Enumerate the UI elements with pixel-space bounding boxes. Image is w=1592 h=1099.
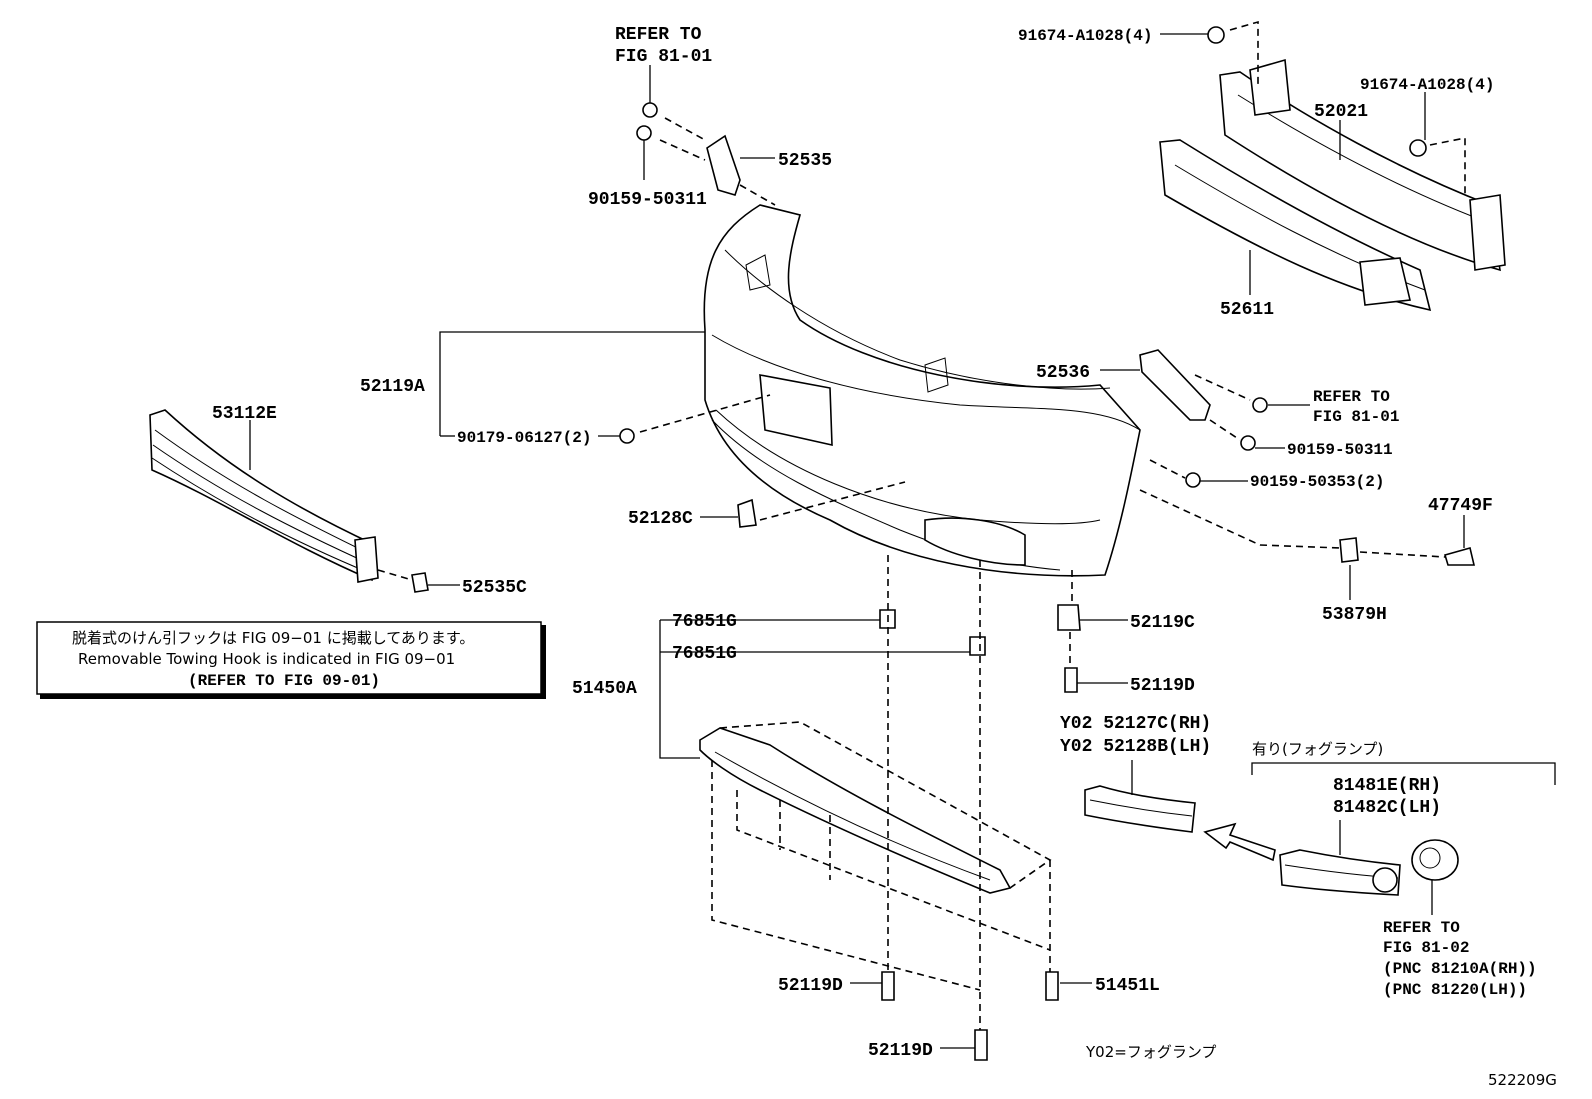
- note-ref: (REFER TO FIG 09-01): [188, 672, 380, 690]
- fog-bezel-shape: [1279, 849, 1401, 896]
- label-refer-right-2: FIG 81-01: [1313, 408, 1399, 426]
- label-refer-right-1: REFER TO: [1313, 388, 1390, 406]
- label-52119d-right: 52119D: [1130, 676, 1195, 696]
- label-90159-50311-top: 90159-50311: [588, 190, 707, 210]
- label-53112e: 53112E: [212, 404, 277, 424]
- label-90159-50353: 90159-50353(2): [1250, 473, 1384, 491]
- reinforcement-shape: [1219, 58, 1506, 272]
- label-refer-fog-4: (PNC 81220(LH)): [1383, 981, 1527, 999]
- fog-lamp-shape: [1411, 839, 1459, 881]
- label-52119a: 52119A: [360, 377, 425, 397]
- label-refer-top-2: FIG 81-01: [615, 47, 712, 67]
- label-52611: 52611: [1220, 300, 1274, 320]
- label-refer-fog-2: FIG 81-02: [1383, 939, 1469, 957]
- label-90159-50311-right: 90159-50311: [1287, 441, 1393, 459]
- label-52119d-bottom-left: 52119D: [778, 976, 843, 996]
- label-y02-legend: Y02=フォグランプ: [1085, 1043, 1216, 1061]
- note-en: Removable Towing Hook is indicated in FI…: [78, 650, 455, 668]
- label-47749f: 47749F: [1428, 496, 1493, 516]
- note-jp: 脱着式のけん引フックは FIG 09−01 に掲載してあります。: [72, 629, 474, 647]
- label-52128c: 52128C: [628, 509, 693, 529]
- label-76851g-2: 76851G: [672, 644, 737, 664]
- retainer-52535-shape: [706, 134, 741, 196]
- fasteners: [411, 26, 1476, 1061]
- label-52119d-bottom: 52119D: [868, 1041, 933, 1061]
- retainer-52536-shape: [1139, 349, 1211, 421]
- fog-cover-y02-shape: [1084, 785, 1196, 833]
- lower-grille-shape: [149, 409, 379, 583]
- arrow-icon: [1203, 822, 1276, 862]
- label-52535: 52535: [778, 151, 832, 171]
- label-refer-top-1: REFER TO: [615, 25, 702, 45]
- label-52535c: 52535C: [462, 578, 527, 598]
- label-51450a: 51450A: [572, 679, 637, 699]
- label-81481e: 81481E(RH): [1333, 776, 1441, 796]
- leader-lines: [249, 33, 1556, 1049]
- label-refer-fog-3: (PNC 81210A(RH)): [1383, 960, 1537, 978]
- under-cover-shape: [699, 721, 1052, 991]
- label-91674-a: 91674-A1028(4): [1018, 27, 1152, 45]
- dashed-alignment-lines: [377, 20, 1466, 1030]
- label-y02-lh: Y02 52128B(LH): [1060, 737, 1211, 757]
- label-90179: 90179-06127(2): [457, 429, 591, 447]
- note-box: 脱着式のけん引フックは FIG 09−01 に掲載してあります。 Removab…: [36, 621, 546, 699]
- label-y02-rh: Y02 52127C(RH): [1060, 714, 1211, 734]
- label-91674-b: 91674-A1028(4): [1360, 76, 1494, 94]
- label-fog-option: 有り(フォグランプ): [1252, 740, 1383, 758]
- figure-code: 522209G: [1488, 1071, 1557, 1089]
- label-refer-fog-1: REFER TO: [1383, 919, 1460, 937]
- label-76851g-1: 76851G: [672, 612, 737, 632]
- absorber-shape: [1159, 139, 1432, 312]
- label-51451l: 51451L: [1095, 976, 1160, 996]
- label-52021: 52021: [1314, 102, 1368, 122]
- label-81482c: 81482C(LH): [1333, 798, 1441, 818]
- label-52119c: 52119C: [1130, 613, 1195, 633]
- label-53879h: 53879H: [1322, 605, 1387, 625]
- bumper-cover-shape: [703, 204, 1141, 577]
- label-52536: 52536: [1036, 363, 1090, 383]
